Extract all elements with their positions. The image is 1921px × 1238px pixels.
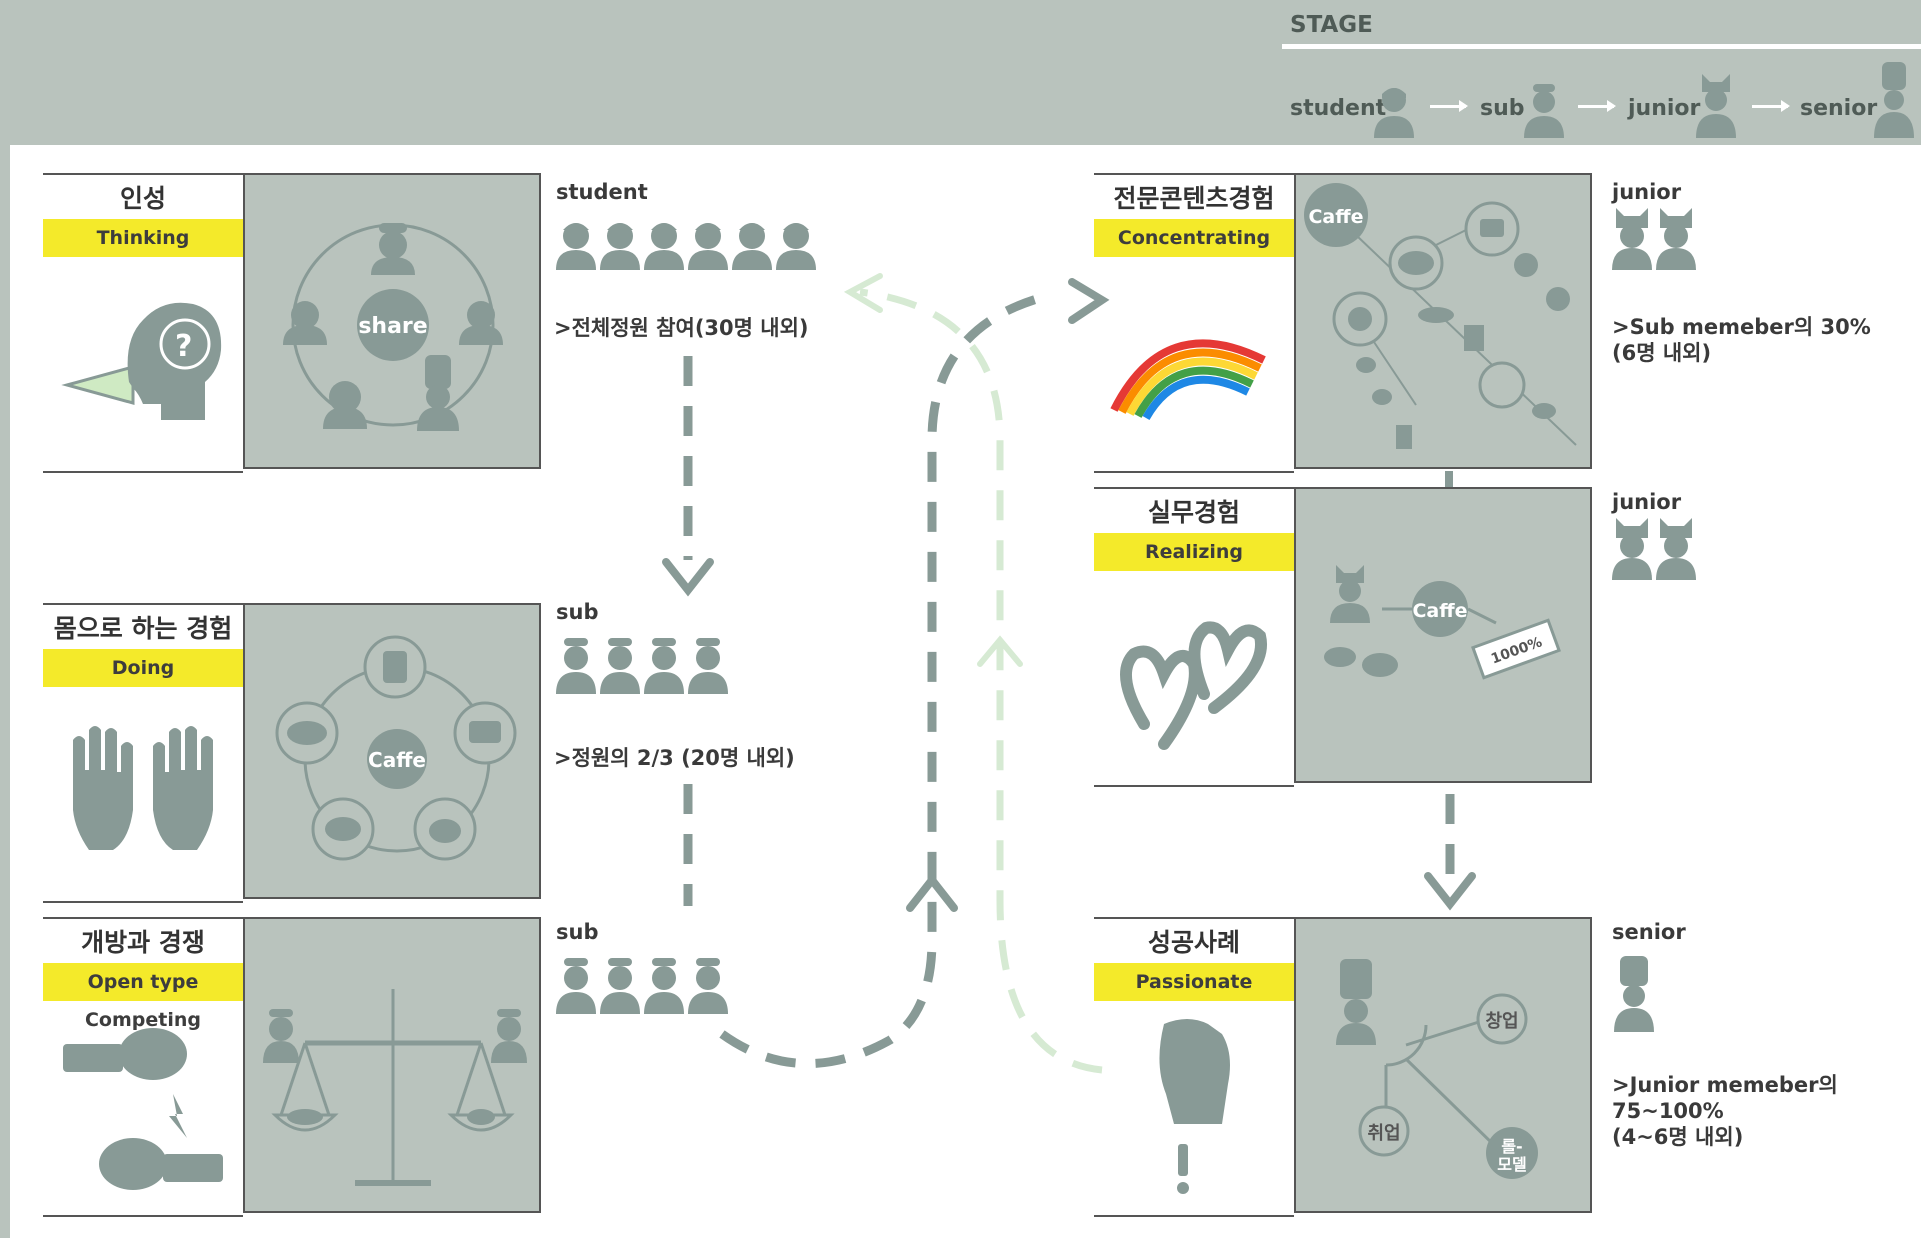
card-label: 몸으로 하는 경험 Doing	[43, 603, 243, 903]
student-icon	[1374, 88, 1414, 138]
stage-header: STAGE student sub junior senior	[0, 0, 1921, 145]
role-model-node: 롤-모델	[1497, 1137, 1526, 1174]
card-title-en: Passionate	[1094, 963, 1294, 1001]
stage-arrow-2	[1578, 100, 1616, 112]
senior-icon	[1874, 62, 1914, 138]
stage-arrow-3	[1752, 100, 1790, 112]
stage-junior-label: junior	[1628, 96, 1701, 121]
caffe-center-label: Caffe	[368, 748, 426, 772]
group-note-senior: >Junior memeber의 75~100% (4~6명 내외)	[1612, 1073, 1838, 1149]
group-label-senior: senior	[1612, 920, 1686, 944]
card-title-en: Thinking	[43, 219, 243, 257]
card-title-en: Open type Competing	[43, 963, 243, 1031]
svg-text:?: ?	[175, 329, 192, 364]
thinking-head-icon: ?	[61, 302, 222, 420]
card-label: 전문콘텐츠경험 Concentrating	[1094, 173, 1294, 473]
employment-node: 취업	[1367, 1123, 1400, 1144]
boxing-gloves-icon	[63, 1028, 223, 1190]
card-label: 성공사례 Passionate	[1094, 917, 1294, 1217]
stage-title: STAGE	[1290, 12, 1373, 38]
card-title-ko: 성공사례	[1147, 928, 1240, 957]
card-title-ko: 개방과 경쟁	[81, 928, 205, 957]
stage-senior-label: senior	[1800, 96, 1878, 121]
group-note-junior: >Sub memeber의 30% (6명 내외)	[1612, 315, 1871, 365]
junior-icon	[1696, 74, 1736, 138]
card-label: 개방과 경쟁 Open type Competing	[43, 917, 243, 1217]
card-title-ko: 전문콘텐츠경험	[1113, 184, 1275, 213]
share-circle-illustration: share	[243, 173, 541, 469]
rainbow-icon	[1110, 339, 1266, 421]
stage-sub-label: sub	[1480, 96, 1525, 121]
stage-underline	[1282, 44, 1921, 49]
group-label-sub-2: sub	[556, 920, 599, 944]
card-title-ko: 인성	[119, 184, 166, 213]
career-paths-illustration: 창업 취업 롤-모델	[1294, 917, 1592, 1213]
card-connector	[1445, 471, 1453, 487]
sub-group-icons	[556, 638, 728, 694]
caffe-business-illustration: Caffe 1000%	[1294, 487, 1592, 783]
student-group-icons	[556, 223, 816, 270]
hands-icon	[73, 726, 213, 850]
group-label-sub: sub	[556, 600, 599, 624]
card-label: 실무경험 Realizing	[1094, 487, 1294, 787]
card-title-en: Realizing	[1094, 533, 1294, 571]
junior-group-icons	[1612, 208, 1696, 270]
group-label-junior-2: junior	[1612, 490, 1682, 514]
stage-arrow-1	[1430, 100, 1468, 112]
hearts-icon	[1120, 621, 1267, 750]
fist-icon	[1159, 1019, 1230, 1194]
group-note-student: >전체정원 참여(30명 내외)	[554, 316, 809, 340]
scale-illustration	[243, 917, 541, 1213]
card-title-ko: 몸으로 하는 경험	[53, 614, 233, 643]
group-label-student: student	[556, 180, 648, 204]
share-center-label: share	[358, 314, 427, 339]
senior-group-icon	[1614, 956, 1654, 1032]
group-note-sub: >정원의 2/3 (20명 내외)	[554, 746, 795, 770]
card-label: 인성 Thinking ?	[43, 173, 243, 473]
startup-node: 창업	[1485, 1011, 1518, 1032]
group-label-junior: junior	[1612, 180, 1682, 204]
caffe-circle-illustration: Caffe	[243, 603, 541, 899]
card-title-en: Concentrating	[1094, 219, 1294, 257]
caffe-center-label: Caffe	[1412, 600, 1467, 622]
caffe-items-illustration: Caffe	[1294, 173, 1592, 469]
stage-student-label: student	[1290, 96, 1387, 121]
sub-icon	[1524, 84, 1564, 138]
caffe-badge-label: Caffe	[1308, 206, 1363, 228]
card-title-en: Doing	[43, 649, 243, 687]
card-title-ko: 실무경험	[1147, 498, 1240, 527]
